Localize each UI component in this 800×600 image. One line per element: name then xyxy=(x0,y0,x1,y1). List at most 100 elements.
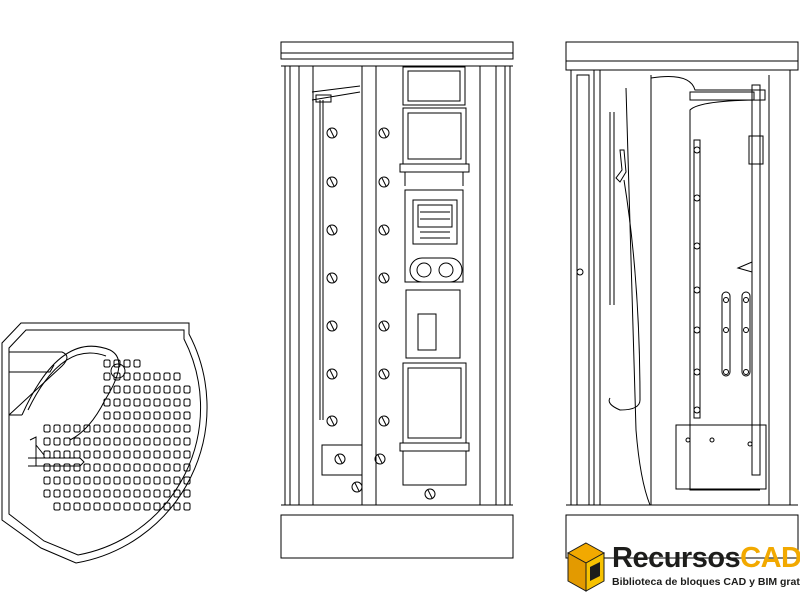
jet-nozzle-line xyxy=(381,177,387,187)
grip-slot xyxy=(143,411,151,420)
front-lower-panel xyxy=(402,362,467,444)
side-handle-jet xyxy=(723,297,729,303)
grip-slot xyxy=(143,489,151,498)
front-bottom-panel xyxy=(402,450,467,486)
grip-slot xyxy=(103,359,111,368)
grip-slot xyxy=(123,411,131,420)
grip-slot xyxy=(183,502,191,511)
grip-slot xyxy=(123,502,131,511)
grip-slot xyxy=(103,424,111,433)
grip-slot xyxy=(173,398,181,407)
grip-slot xyxy=(173,437,181,446)
side-jet-nozzle xyxy=(693,286,701,294)
jet-nozzle-line xyxy=(329,128,335,138)
grip-slot xyxy=(173,411,181,420)
grip-slot xyxy=(53,502,61,511)
front-middle-panel-inner xyxy=(417,313,437,351)
front-elevation-cabin xyxy=(280,41,514,559)
grip-slot xyxy=(163,424,171,433)
grip-slot xyxy=(133,411,141,420)
grip-slot xyxy=(143,372,151,381)
side-seat-bolt xyxy=(709,437,715,443)
grip-slot xyxy=(113,385,121,394)
grip-slot xyxy=(93,463,101,472)
front-knob-left xyxy=(416,262,432,278)
jet-nozzle xyxy=(326,224,338,236)
front-knob-right xyxy=(438,262,454,278)
grip-slot xyxy=(73,476,81,485)
grip-slot xyxy=(63,489,71,498)
grip-slot xyxy=(73,437,81,446)
side-right-valve xyxy=(736,261,753,273)
tray-inner-rim xyxy=(8,329,202,556)
tray-drain-curve-inner xyxy=(27,352,107,411)
grip-slot xyxy=(153,463,161,472)
side-shower-pipe xyxy=(608,179,641,411)
grip-slot xyxy=(113,489,121,498)
grip-slot xyxy=(63,424,71,433)
jet-nozzle-line xyxy=(381,225,387,235)
side-top-cap-lower xyxy=(565,60,799,71)
grip-slot xyxy=(133,437,141,446)
grip-slot xyxy=(143,476,151,485)
grip-slot xyxy=(133,372,141,381)
side-door-frame xyxy=(576,74,590,506)
grip-slot xyxy=(53,476,61,485)
grip-slot xyxy=(103,398,111,407)
side-shower-head xyxy=(615,149,627,183)
side-right-bracket xyxy=(748,135,764,165)
cube-icon-slot xyxy=(590,562,600,581)
grip-slot xyxy=(133,424,141,433)
side-handle-jet xyxy=(743,369,749,375)
front-post-left xyxy=(284,65,300,506)
grip-slot xyxy=(123,385,131,394)
grip-slot xyxy=(153,489,161,498)
jet-nozzle-line xyxy=(381,416,387,426)
side-handle-jet xyxy=(723,327,729,333)
grip-slot xyxy=(103,450,111,459)
grip-slot xyxy=(123,476,131,485)
side-seat-bolt xyxy=(747,441,753,447)
grip-slot xyxy=(113,463,121,472)
grip-slot xyxy=(103,489,111,498)
side-handle-jet xyxy=(743,327,749,333)
front-control-unit xyxy=(412,199,458,245)
grip-slot xyxy=(113,476,121,485)
jet-nozzle xyxy=(374,453,386,465)
grip-slot xyxy=(43,424,51,433)
grip-slot xyxy=(123,398,131,407)
grip-slot xyxy=(93,489,101,498)
jet-nozzle xyxy=(326,320,338,332)
brand-logo: RecursosCAD Biblioteca de bloques CAD y … xyxy=(570,540,800,600)
jet-nozzle xyxy=(424,488,436,500)
grip-slot xyxy=(83,450,91,459)
front-post-right xyxy=(495,65,511,506)
grip-slot xyxy=(83,476,91,485)
grip-slot xyxy=(43,489,51,498)
jet-nozzle xyxy=(326,127,338,139)
grip-slot xyxy=(53,489,61,498)
grip-slot xyxy=(143,398,151,407)
grip-slot xyxy=(133,463,141,472)
grip-slot xyxy=(143,463,151,472)
side-door-glass-curve xyxy=(625,87,651,506)
grip-slot xyxy=(103,411,111,420)
jet-nozzle-line xyxy=(377,454,383,464)
tray-seat-outline xyxy=(8,351,68,416)
grip-slot xyxy=(183,489,191,498)
side-jet-nozzle xyxy=(693,406,701,414)
grip-slot xyxy=(153,424,161,433)
tray-outer-outline xyxy=(1,322,208,564)
grip-slot xyxy=(123,359,131,368)
grip-slot xyxy=(173,450,181,459)
grip-slot xyxy=(113,450,121,459)
front-shelf-upper xyxy=(399,163,470,173)
side-handle-jet xyxy=(743,297,749,303)
grip-slot xyxy=(163,437,171,446)
front-seat-box xyxy=(321,444,363,476)
side-rail-bar xyxy=(689,91,755,101)
grip-slot xyxy=(103,437,111,446)
grip-slot xyxy=(173,502,181,511)
brand-tagline: Biblioteca de bloques CAD y BIM gratuita xyxy=(612,576,800,588)
grip-slot xyxy=(163,476,171,485)
